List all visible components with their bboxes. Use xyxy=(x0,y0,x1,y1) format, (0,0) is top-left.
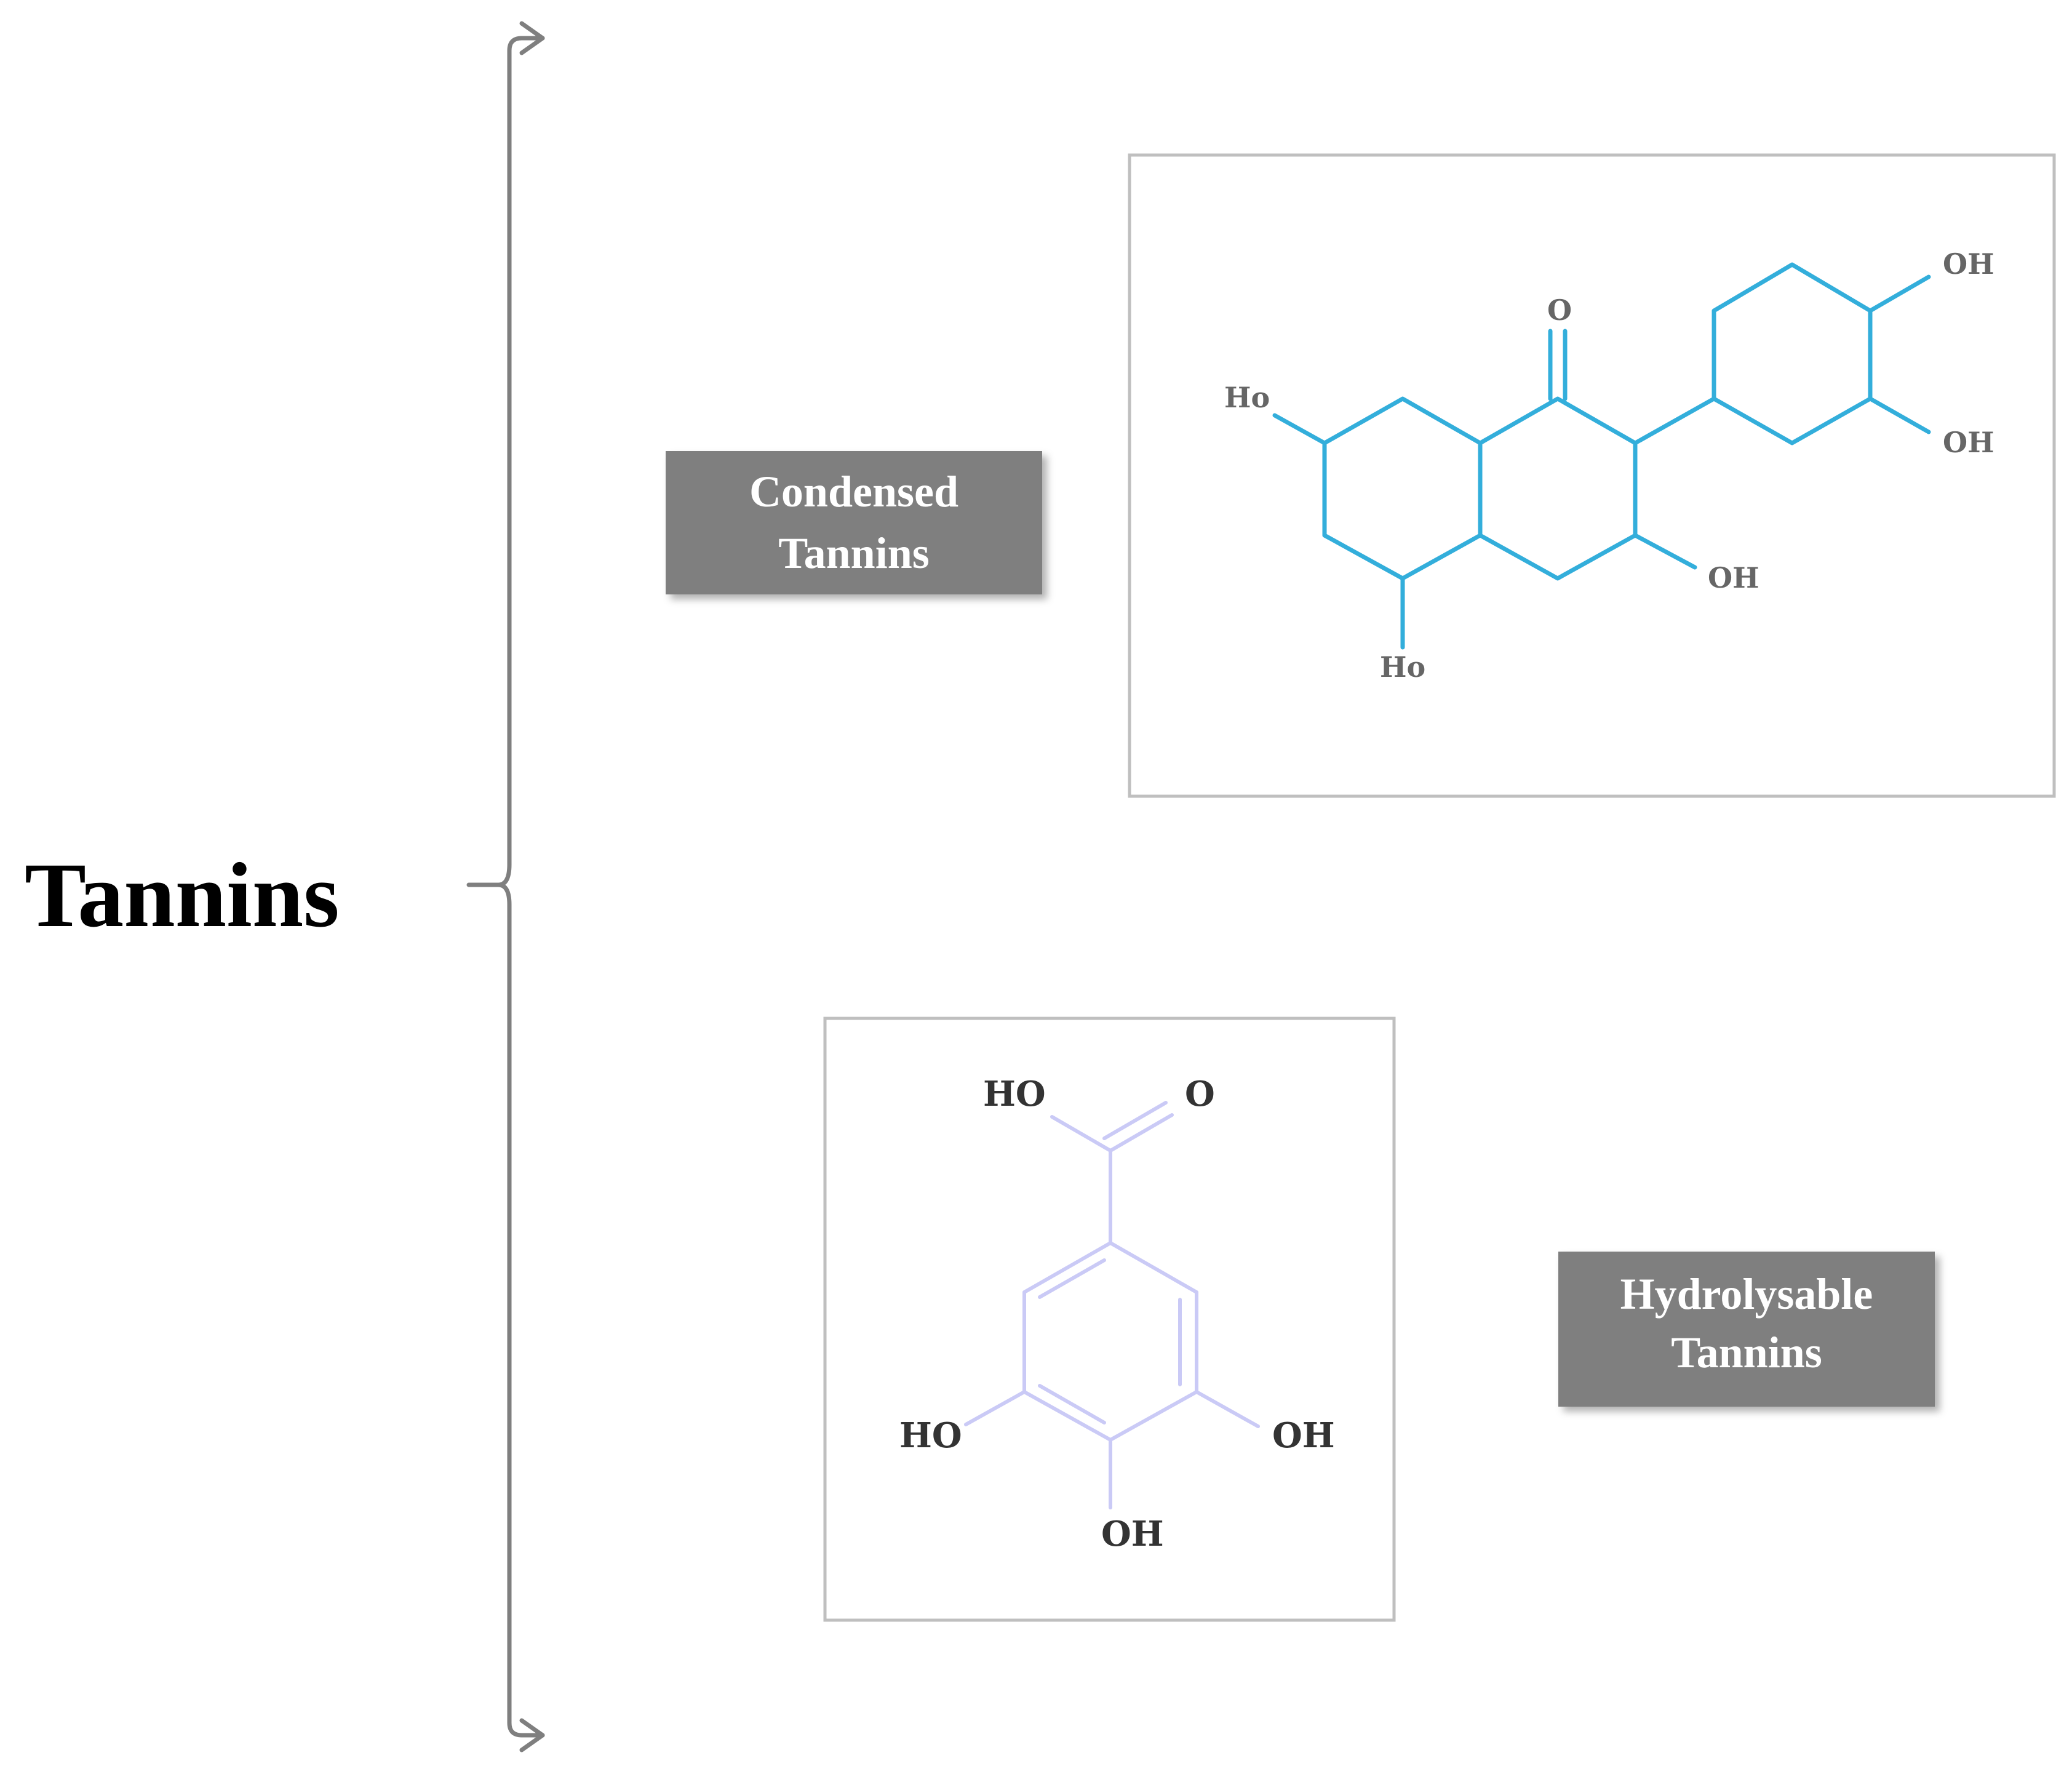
hydrolysable-atom-labels: HO O HO OH OH xyxy=(899,1074,1335,1554)
condensed-atom-labels: Ho O OH OH OH Ho xyxy=(1224,247,1994,684)
hydrolysable-bonds xyxy=(964,1101,1260,1509)
ho-left-bond xyxy=(1272,413,1327,445)
atom-oh-right: OH xyxy=(1272,1415,1335,1456)
atom-o-carboxyl: O xyxy=(1185,1074,1215,1114)
oh-upper-bond xyxy=(1868,274,1931,313)
ring-link-bond xyxy=(1633,396,1716,445)
atom-oh-bottom: OH xyxy=(1101,1514,1164,1554)
hydrolysable-label-line-1: Hydrolysable xyxy=(1620,1269,1873,1319)
atom-ho-carboxyl: HO xyxy=(983,1074,1046,1114)
classification-brace xyxy=(466,21,545,1752)
carboxyl-co-bond-1 xyxy=(1109,1113,1174,1153)
arrow-head-top xyxy=(519,21,545,55)
hydrolysable-label-line-2: Tannins xyxy=(1671,1328,1822,1377)
hydrolysable-structure-frame xyxy=(823,1017,1396,1622)
carboxyl-oh-bond xyxy=(1050,1115,1112,1153)
condensed-tannins-label-box: Condensed Tannins xyxy=(666,451,1042,594)
ho-left-bond xyxy=(964,1390,1026,1426)
oh-mid-bond xyxy=(1633,533,1697,570)
atom-ho-bottom: Ho xyxy=(1380,650,1425,684)
ring-b xyxy=(1711,262,1873,445)
arrow-head-bottom xyxy=(519,1718,545,1752)
hydrolysable-tannin-structure: HO O HO OH OH xyxy=(823,1017,1396,1622)
oh-lower-bond xyxy=(1868,396,1931,434)
oh-right-bond xyxy=(1195,1390,1260,1428)
atom-ho-left: HO xyxy=(899,1415,962,1456)
condensed-structure-frame xyxy=(1128,153,2056,798)
atom-ho-left: Ho xyxy=(1224,381,1270,414)
condensed-label-line-1: Condensed xyxy=(749,467,958,516)
benzene-ring xyxy=(1022,1241,1198,1442)
ring-c xyxy=(1478,396,1638,581)
atom-o-carbonyl: O xyxy=(1547,294,1572,327)
inner-double-bond-3 xyxy=(1038,1384,1106,1424)
ring-a xyxy=(1322,396,1483,581)
condensed-bonds xyxy=(1272,262,1931,650)
atom-oh-upper: OH xyxy=(1943,247,1994,281)
hydrolysable-tannins-label-box: Hydrolysable Tannins xyxy=(1558,1252,1935,1407)
inner-double-bond-1 xyxy=(1038,1258,1106,1299)
condensed-tannin-structure: Ho O OH OH OH Ho xyxy=(1128,153,2056,798)
carboxyl-co-bond-2 xyxy=(1102,1101,1168,1140)
root-title: Tannins xyxy=(25,844,340,946)
brace-line xyxy=(466,36,545,1738)
atom-oh-lower: OH xyxy=(1943,426,1994,459)
condensed-label-line-2: Tannins xyxy=(778,529,930,578)
atom-oh-mid: OH xyxy=(1708,561,1759,594)
